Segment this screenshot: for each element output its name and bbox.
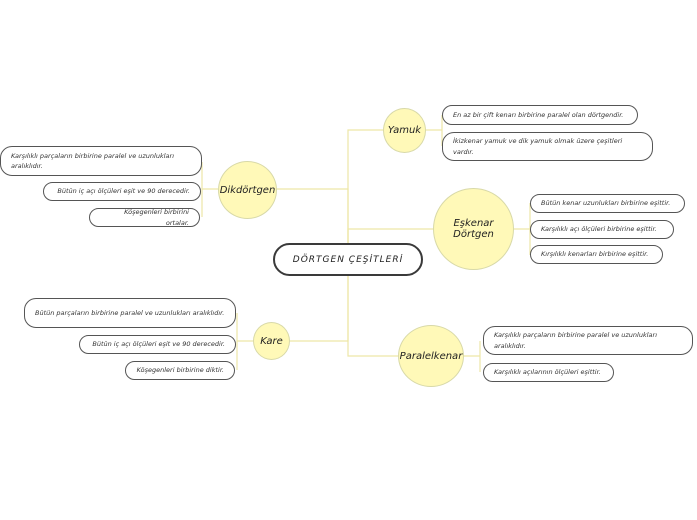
- leaf-yamuk-2[interactable]: İkizkenar yamuk ve dik yamuk olmak üzere…: [442, 132, 653, 161]
- leaf-dikdortgen-3[interactable]: Köşegenleri birbirini ortalar.: [89, 208, 200, 227]
- leaf-paralelkenar-1[interactable]: Karşılıklı parçaların birbirine paralel …: [483, 326, 693, 355]
- leaf-kare-3[interactable]: Köşegenleri birbirine diktir.: [125, 361, 235, 380]
- topic-dikdortgen[interactable]: Dikdörtgen: [218, 161, 277, 219]
- connector-root-dikdortgen: [277, 188, 349, 243]
- leaf-kare-1[interactable]: Bütün parçaların birbirine paralel ve uz…: [24, 298, 236, 328]
- connector-yamuk-leaves: [426, 115, 443, 146]
- topic-kare[interactable]: Kare: [253, 322, 290, 360]
- leaf-eskenar-2[interactable]: Karşılıklı açı ölçüleri birbirine eşitti…: [530, 220, 674, 239]
- connector-root-yamuk: [347, 129, 383, 243]
- leaf-dikdortgen-2[interactable]: Bütün iç açı ölçüleri eşit ve 90 dereced…: [43, 182, 201, 201]
- connector-kare-leaves: [236, 313, 253, 370]
- root-node[interactable]: DÖRTGEN ÇEŞİTLERİ: [273, 243, 423, 276]
- leaf-eskenar-1[interactable]: Bütün kenar uzunlukları birbirine eşitti…: [530, 194, 685, 213]
- leaf-eskenar-3[interactable]: Kırşılıklı kenarları birbirine eşittir.: [530, 245, 663, 264]
- topic-dikdortgen-label: Dikdörtgen: [219, 184, 276, 196]
- leaf-kare-2[interactable]: Bütün iç açı ölçüleri eşit ve 90 dereced…: [79, 335, 236, 354]
- topic-eskenar-label: Eşkenar Dörtgen: [453, 218, 494, 240]
- connector-eskenar-leaves: [514, 203, 531, 255]
- topic-yamuk[interactable]: Yamuk: [383, 108, 426, 153]
- connector-paralelkenar-leaves: [464, 341, 481, 372]
- topic-paralelkenar[interactable]: Paralelkenar: [398, 325, 464, 387]
- connector-root-kare: [290, 276, 349, 342]
- connector-dikdortgen-leaves: [201, 162, 218, 217]
- leaf-dikdortgen-1[interactable]: Karşılıklı parçaların birbirine paralel …: [0, 146, 202, 176]
- leaf-yamuk-1[interactable]: En az bir çift kenarı birbirine paralel …: [442, 105, 638, 125]
- topic-yamuk-label: Yamuk: [387, 125, 422, 136]
- connector-root-eskenar: [347, 228, 433, 243]
- leaf-paralelkenar-2[interactable]: Karşılıklı açılarının ölçüleri eşittir.: [483, 363, 614, 382]
- root-label: DÖRTGEN ÇEŞİTLERİ: [292, 254, 404, 265]
- connector-root-paralelkenar: [347, 276, 398, 357]
- topic-eskenar-dortgen[interactable]: Eşkenar Dörtgen: [433, 188, 514, 270]
- topic-kare-label: Kare: [260, 335, 283, 347]
- topic-paralelkenar-label: Paralelkenar: [399, 350, 463, 362]
